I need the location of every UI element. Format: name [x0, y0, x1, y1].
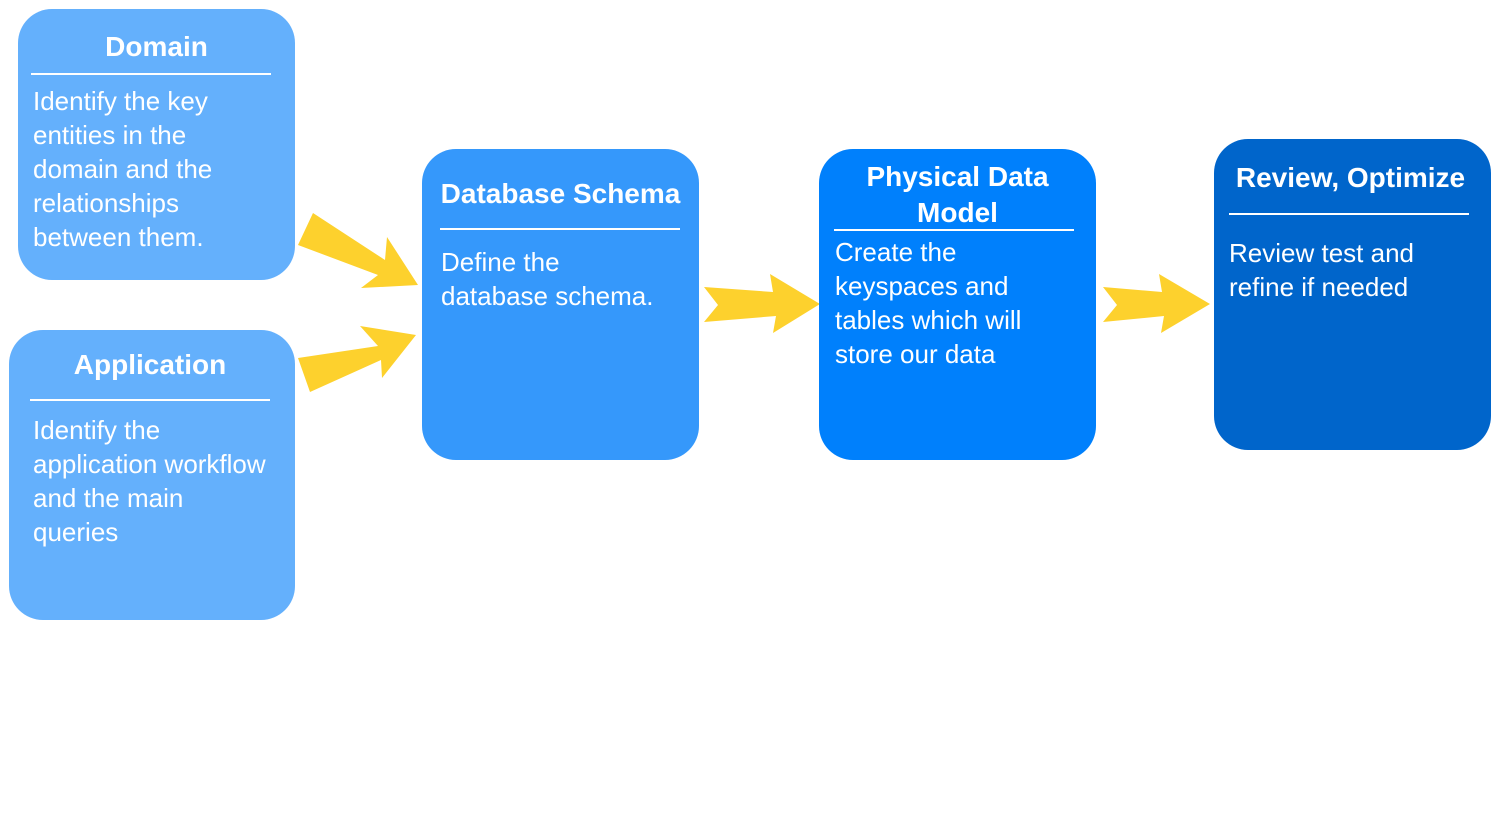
physical-data-model-title: Physical Data Model: [819, 159, 1096, 231]
database-schema-description-line: database schema.: [441, 281, 654, 311]
domain-description-line: Identify the key: [33, 86, 208, 116]
domain-description-line: domain and the: [33, 154, 213, 184]
database-schema-divider: [440, 228, 680, 230]
database-schema-title: Database Schema: [440, 178, 681, 209]
database-schema-box: Database Schema Define the database sche…: [422, 149, 699, 460]
application-box: Application Identify the application wor…: [9, 330, 295, 620]
domain-box: Domain Identify the key entities in the …: [18, 9, 295, 280]
physical-data-model-title-line: Physical Data: [866, 161, 1049, 192]
physical-data-model-description-line: store our data: [835, 339, 996, 369]
application-description-line: Identify the: [33, 415, 161, 445]
physical-to-review-arrow: [1103, 274, 1210, 333]
database-schema-description-line: Define the: [441, 247, 560, 277]
review-optimize-title: Review, Optimize: [1235, 162, 1466, 193]
review-optimize-description-line: Review test and: [1229, 238, 1414, 268]
database-schema-description: Define the database schema.: [441, 245, 653, 313]
application-to-schema-arrow: [298, 326, 416, 392]
domain-description: Identify the key entities in the domain …: [33, 84, 212, 254]
physical-data-model-description-line: Create the: [835, 237, 957, 267]
application-title: Application: [73, 349, 227, 380]
domain-to-schema-arrow: [298, 213, 418, 288]
review-optimize-box: Review, Optimize Review test and refine …: [1214, 139, 1491, 450]
physical-data-model-divider: [834, 229, 1074, 231]
review-optimize-description-line: refine if needed: [1229, 272, 1409, 302]
domain-description-line: between them.: [33, 222, 204, 252]
review-optimize-description: Review test and refine if needed: [1229, 236, 1414, 304]
domain-description-line: relationships: [33, 188, 179, 218]
domain-divider: [31, 73, 271, 75]
application-description-line: queries: [33, 517, 119, 547]
schema-to-physical-arrow: [704, 274, 820, 333]
domain-title: Domain: [105, 31, 208, 62]
physical-data-model-description: Create the keyspaces and tables which wi…: [835, 235, 1021, 371]
physical-data-model-description-line: keyspaces and: [835, 271, 1009, 301]
application-description-line: application workflow: [33, 449, 266, 479]
physical-data-model-description-line: tables which will: [835, 305, 1022, 335]
physical-data-model-title-line: Model: [917, 197, 998, 228]
application-divider: [30, 399, 270, 401]
review-optimize-divider: [1229, 213, 1469, 215]
application-description: Identify the application workflow and th…: [33, 413, 266, 549]
physical-data-model-box: Physical Data Model Create the keyspaces…: [819, 149, 1096, 460]
application-description-line: and the main: [33, 483, 184, 513]
domain-description-line: entities in the: [33, 120, 187, 150]
